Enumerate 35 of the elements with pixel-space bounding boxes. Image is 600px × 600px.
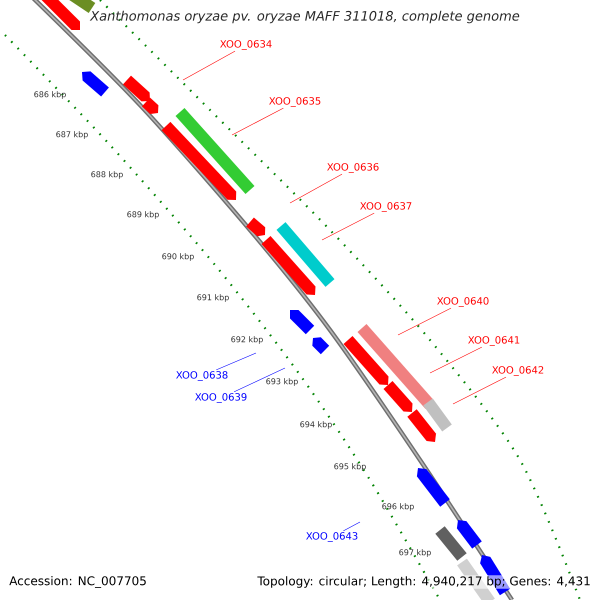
gene-label: XOO_0634 (220, 40, 272, 50)
gene-label: XOO_0639 (195, 393, 246, 403)
scale-label: 696 kbp (382, 503, 414, 511)
gene-label: XOO_0638 (176, 371, 228, 381)
scale-label: 686 kbp (34, 91, 66, 99)
gene-label: XOO_0640 (437, 297, 489, 307)
scale-label: 695 kbp (334, 463, 366, 471)
gene-label: XOO_0636 (327, 163, 379, 173)
leader-line (232, 108, 284, 136)
scale-label: 688 kbp (91, 171, 123, 179)
info-text: Accession: NC_007705 (9, 576, 146, 588)
info-text: Topology: circular; Length: 4,940,217 bp; Genes: 4,431 (256, 575, 592, 589)
scale-label: 697 kbp (399, 549, 431, 557)
gene-label: XOO_0637 (360, 202, 412, 212)
gene-label: XOO_0635 (269, 97, 320, 107)
scale-label: 693 kbp (266, 378, 298, 386)
leader-line (398, 308, 452, 336)
scale-label: 690 kbp (162, 253, 194, 261)
gene-label: XOO_0643 (306, 532, 358, 542)
leader-line (343, 522, 360, 532)
gene-label: XOO_0641 (468, 336, 520, 346)
scale-label: 689 kbp (127, 211, 159, 219)
leader-line (234, 368, 286, 392)
scale-label: 691 kbp (197, 294, 229, 302)
leader-line (290, 174, 342, 204)
scale-label: 694 kbp (300, 421, 332, 429)
leader-line (322, 212, 374, 240)
gene-label: XOO_0642 (492, 366, 544, 376)
leader-line (430, 346, 482, 374)
leader-line (182, 50, 236, 80)
leader-line (452, 376, 506, 404)
title: Xanthomonas oryzae pv. oryzae MAFF 311018, complete genome (90, 10, 520, 24)
scale-label: 692 kbp (231, 336, 263, 344)
leader-line (216, 352, 256, 370)
scale-label: 687 kbp (56, 131, 88, 139)
